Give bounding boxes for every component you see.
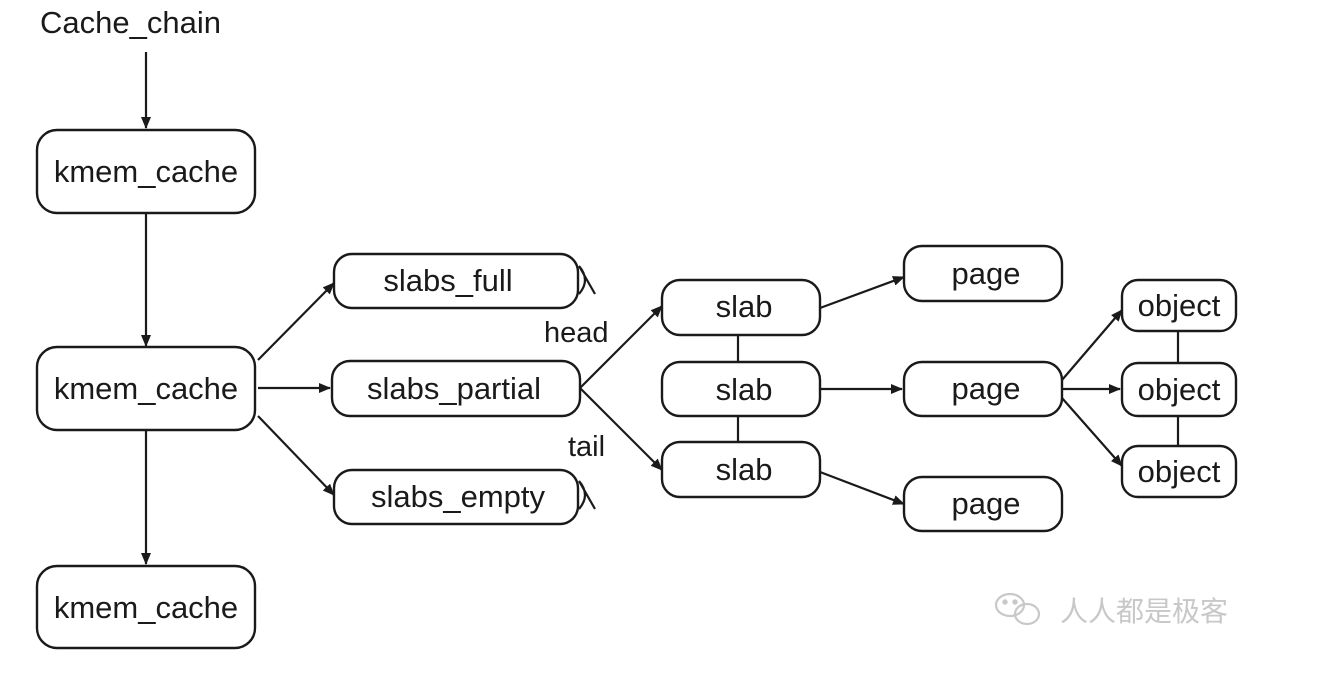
object-node-3: object <box>1120 444 1238 499</box>
diagram-title: Cache_chain <box>40 5 221 40</box>
slab-node-1: slab <box>660 278 822 337</box>
page-label-3: page <box>952 486 1021 521</box>
slab-label-2: slab <box>716 372 773 407</box>
edge-page-to-object3 <box>1061 397 1123 467</box>
kmem-cache-label-2: kmem_cache <box>54 371 238 406</box>
page-node-1: page <box>902 244 1064 303</box>
null-terminator-empty <box>578 480 596 510</box>
slabs-empty-label: slabs_empty <box>371 479 546 514</box>
wechat-icon <box>994 592 1041 626</box>
edge-partial-head-to-slab <box>579 305 663 389</box>
edge-partial-tail-to-slab <box>579 387 663 471</box>
kmem-cache-node-2: kmem_cache <box>35 345 257 432</box>
null-terminator-full <box>578 265 596 295</box>
page-label-2: page <box>952 371 1021 406</box>
object-label-1: object <box>1138 288 1221 323</box>
page-label-1: page <box>952 256 1021 291</box>
page-node-2: page <box>902 360 1064 418</box>
edge-cache-to-slabs-empty <box>257 415 335 496</box>
slabs-partial-node: slabs_partial <box>330 359 582 418</box>
edge-slab1-to-page1 <box>819 275 905 310</box>
edge-page-to-object1 <box>1061 309 1123 381</box>
kmem-cache-node-3: kmem_cache <box>35 564 257 650</box>
object-node-1: object <box>1120 278 1238 333</box>
edge-cache-to-slabs-full <box>257 282 335 361</box>
object-label-2: object <box>1138 372 1221 407</box>
slabs-partial-label: slabs_partial <box>367 371 541 406</box>
slabs-full-label: slabs_full <box>383 263 512 298</box>
kmem-cache-node-1: kmem_cache <box>35 128 257 215</box>
edge-label-head: head <box>544 317 609 349</box>
page-node-3: page <box>902 475 1064 533</box>
edge-label-tail: tail <box>568 431 605 463</box>
slabs-empty-node: slabs_empty <box>332 468 580 526</box>
watermark-text: 人人都是极客 <box>1060 595 1228 628</box>
object-label-3: object <box>1138 454 1221 489</box>
slab-node-3: slab <box>660 440 822 499</box>
slabs-full-node: slabs_full <box>332 252 580 310</box>
watermark: 人人都是极客 <box>994 592 1228 628</box>
slab-node-2: slab <box>660 360 822 418</box>
slab-label-3: slab <box>716 452 773 487</box>
kmem-cache-label-3: kmem_cache <box>54 590 238 625</box>
edge-slab3-to-page3 <box>819 470 905 506</box>
kmem-cache-label-1: kmem_cache <box>54 154 238 189</box>
slab-label-1: slab <box>716 289 773 324</box>
object-node-2: object <box>1120 361 1238 418</box>
